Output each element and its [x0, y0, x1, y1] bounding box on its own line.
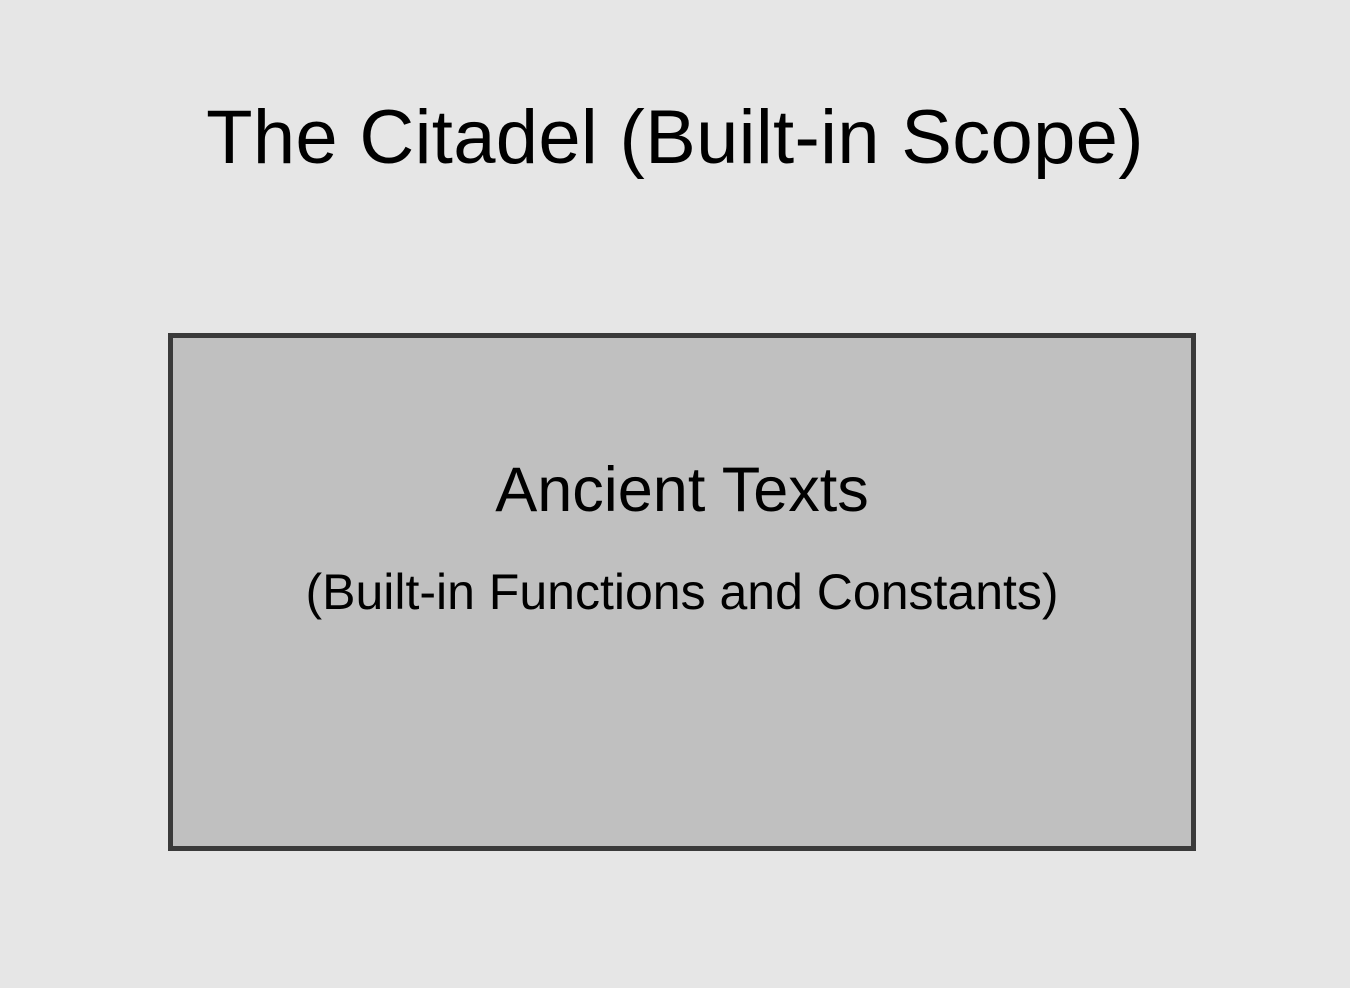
diagram-title: The Citadel (Built-in Scope): [206, 95, 1144, 180]
built-in-scope-box: Ancient Texts (Built-in Functions and Co…: [168, 333, 1196, 851]
box-subtitle: (Built-in Functions and Constants): [305, 564, 1059, 620]
box-title: Ancient Texts: [495, 455, 869, 525]
